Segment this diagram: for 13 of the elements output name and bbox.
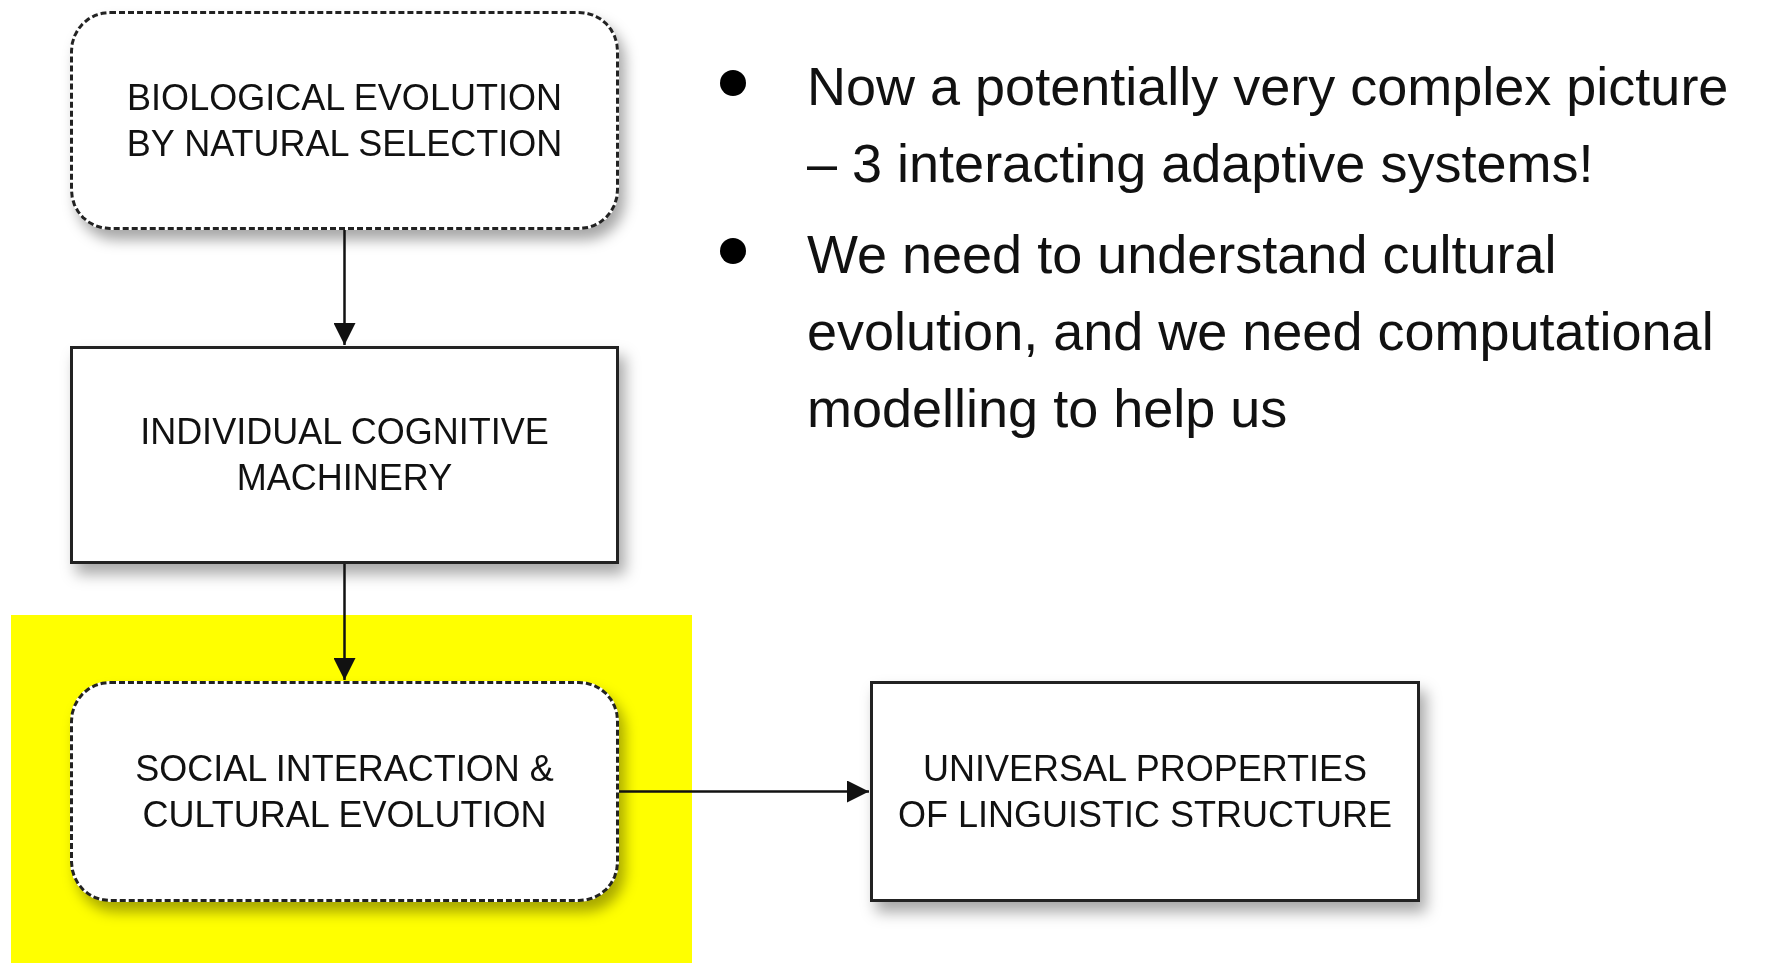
- arrow: [333, 230, 356, 345]
- bullet-text: We need to understand cultural evolution, and we need computational modelling to help us: [807, 223, 1715, 440]
- arrow: [619, 780, 869, 803]
- box-label: SOCIAL INTERACTION & CULTURAL EVOLUTION: [134, 746, 555, 837]
- process-box: [70, 681, 619, 902]
- process-box: [70, 11, 619, 230]
- bullet-text: Now a potentially very complex picture – 3 interacting adaptive systems!: [807, 55, 1730, 195]
- process-box: [870, 681, 1420, 902]
- box-label: UNIVERSAL PROPERTIES OF LINGUISTIC STRUCTURE: [897, 746, 1393, 837]
- box-label: BIOLOGICAL EVOLUTION BY NATURAL SELECTION: [125, 75, 564, 166]
- arrow: [333, 564, 356, 680]
- box-label: INDIVIDUAL COGNITIVE MACHINERY: [139, 410, 550, 500]
- process-box: [70, 346, 619, 564]
